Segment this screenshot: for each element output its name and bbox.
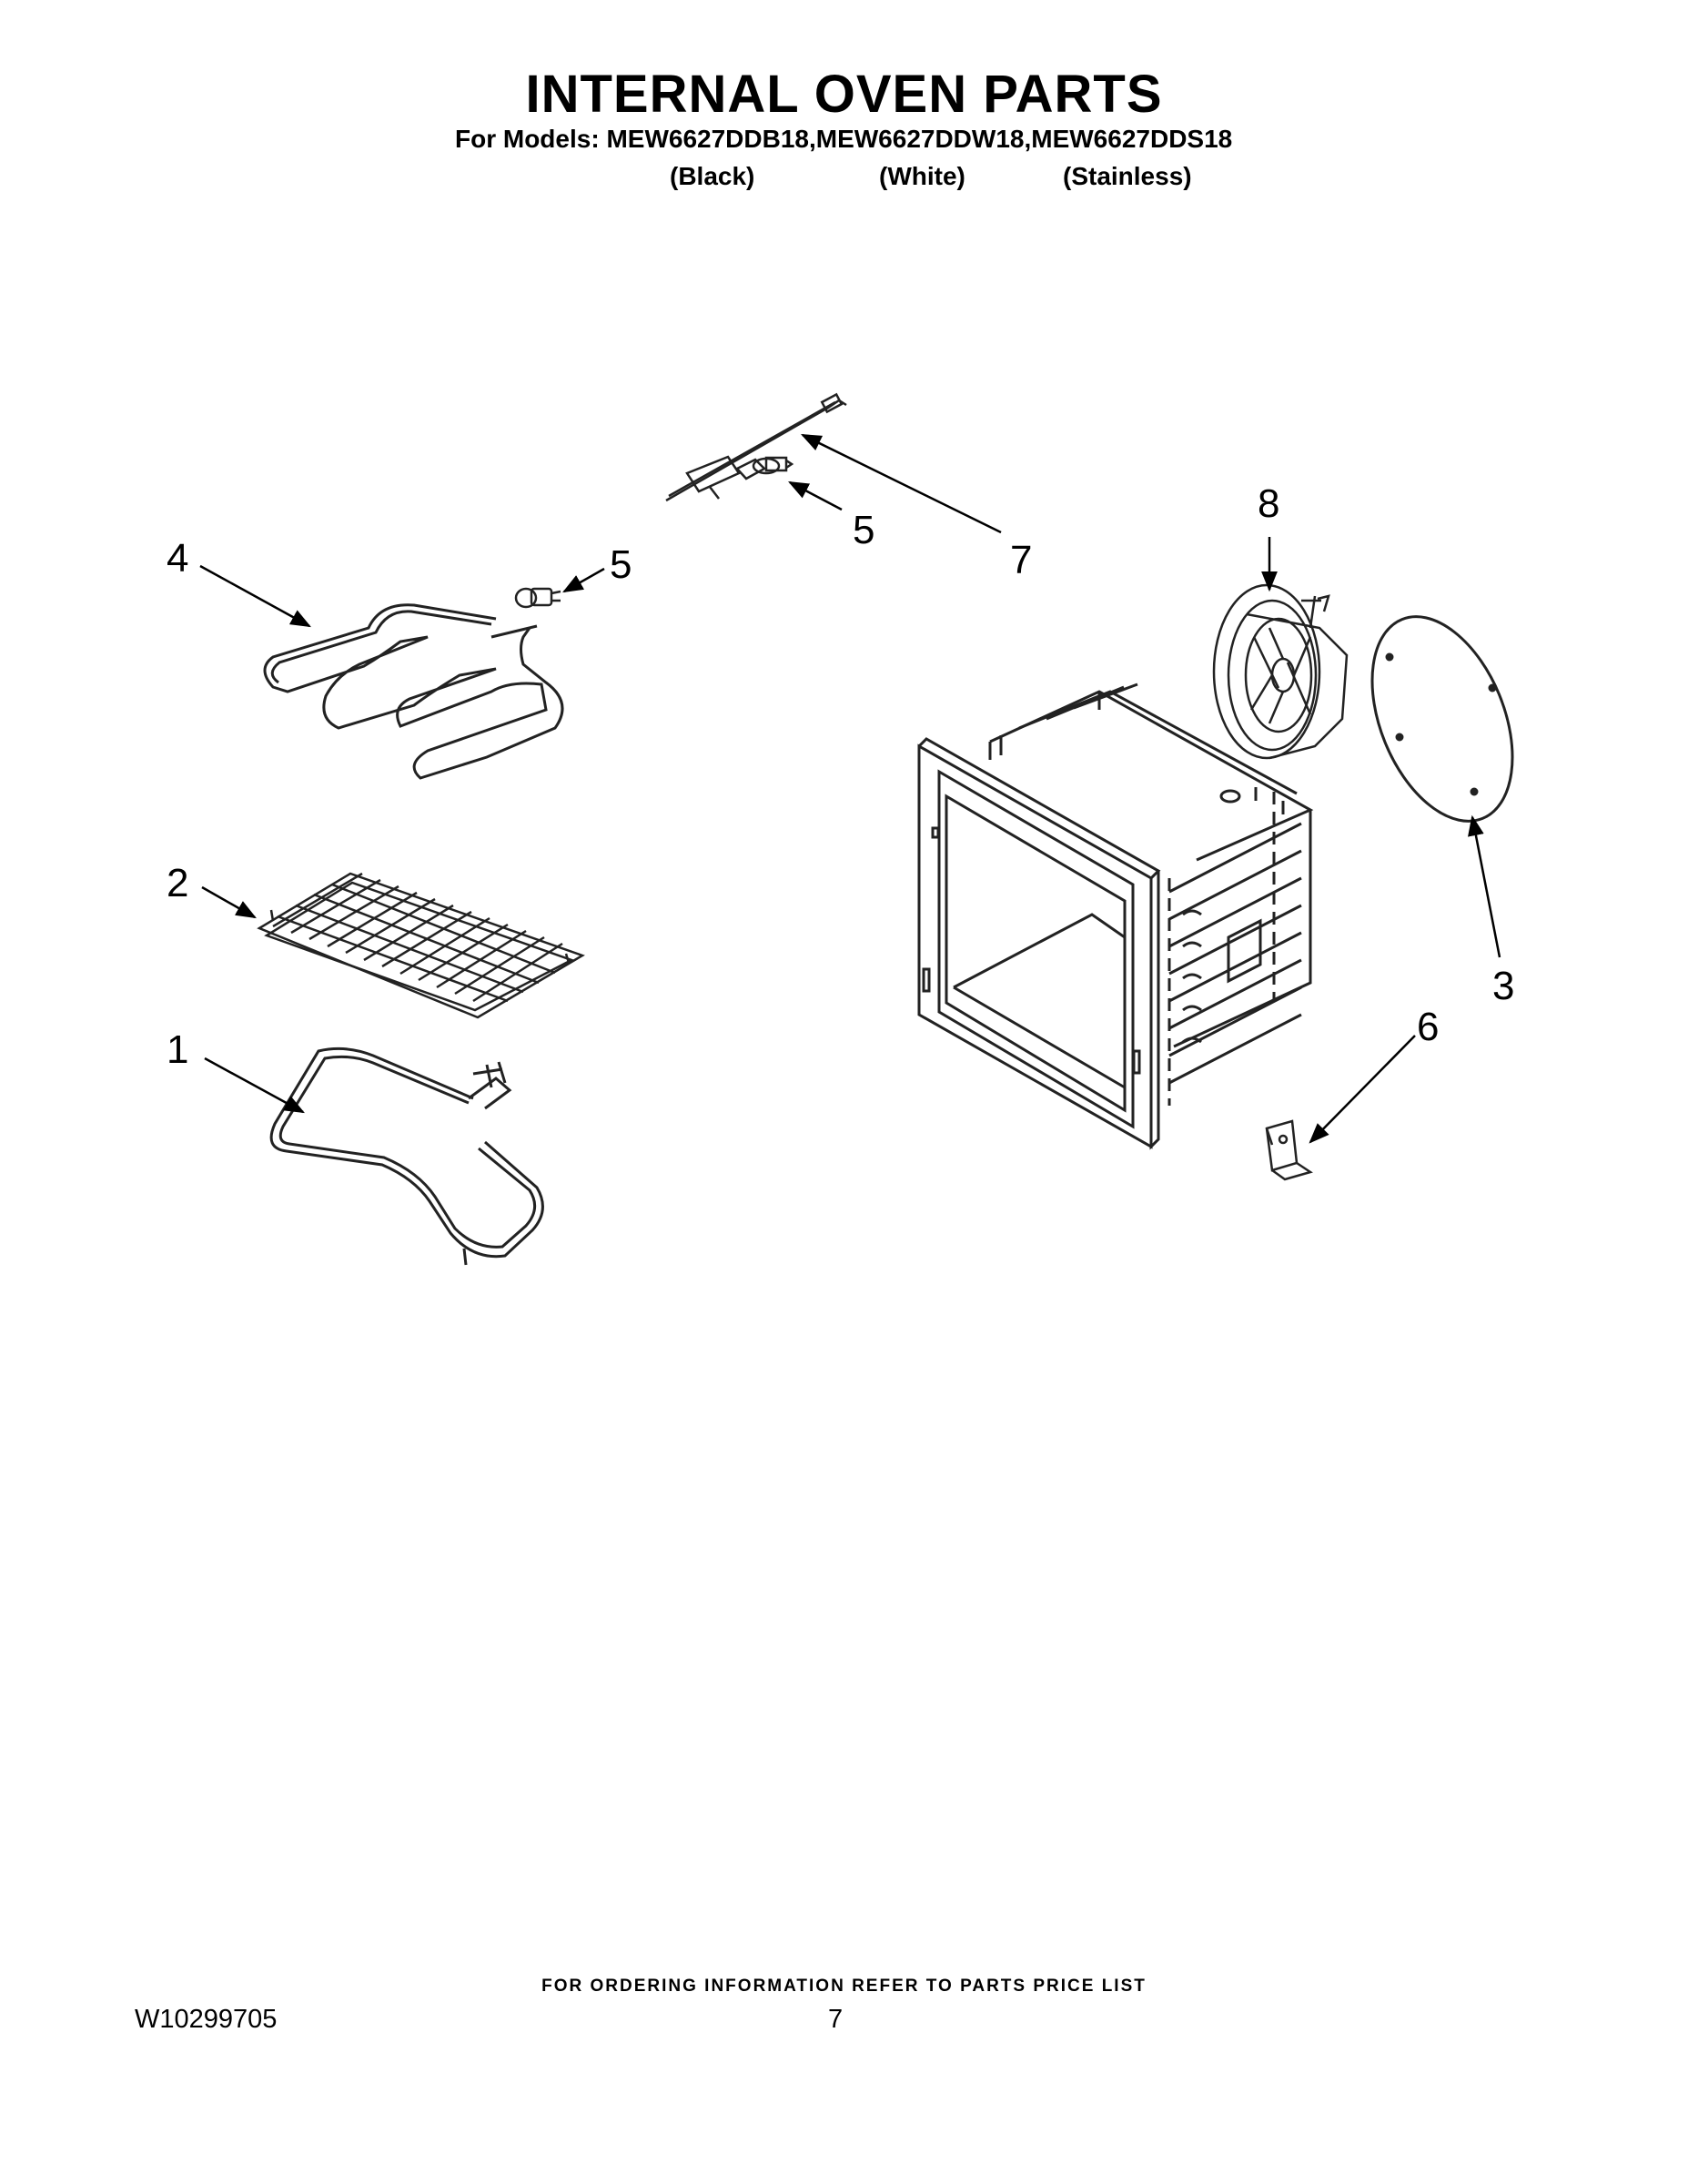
variant-stainless: (Stainless)	[1063, 162, 1192, 190]
convection-fan	[1212, 583, 1349, 760]
page-number: 7	[828, 2005, 844, 2034]
models-line: For Models: MEW6627DDB18,MEW6627DDW18,ME…	[455, 125, 1233, 153]
callout-6: 6	[1417, 1005, 1439, 1049]
callout-3: 3	[1492, 964, 1514, 1008]
temperature-sensor	[665, 392, 847, 502]
bake-element	[269, 1046, 544, 1266]
leader-arrows	[199, 433, 1501, 1144]
document-number: W10299705	[135, 2005, 278, 2034]
callout-1: 1	[167, 1027, 188, 1072]
gasket	[1370, 615, 1514, 823]
variant-black: (Black)	[670, 162, 755, 190]
oven-cavity	[917, 682, 1314, 1150]
variant-white: (White)	[879, 162, 965, 190]
callout-8: 8	[1258, 481, 1279, 526]
callout-5-left: 5	[610, 542, 632, 587]
page-title: INTERNAL OVEN PARTS	[525, 65, 1163, 124]
bracket	[1265, 1119, 1313, 1181]
callout-7: 7	[1010, 538, 1032, 582]
callout-2: 2	[167, 861, 188, 905]
callout-5-top: 5	[853, 508, 874, 552]
broil-element	[263, 603, 564, 780]
oven-rack	[257, 872, 585, 1019]
ordering-note: FOR ORDERING INFORMATION REFER TO PARTS …	[541, 1977, 1147, 1996]
callout-4: 4	[167, 536, 188, 581]
fitting-left	[514, 587, 561, 609]
